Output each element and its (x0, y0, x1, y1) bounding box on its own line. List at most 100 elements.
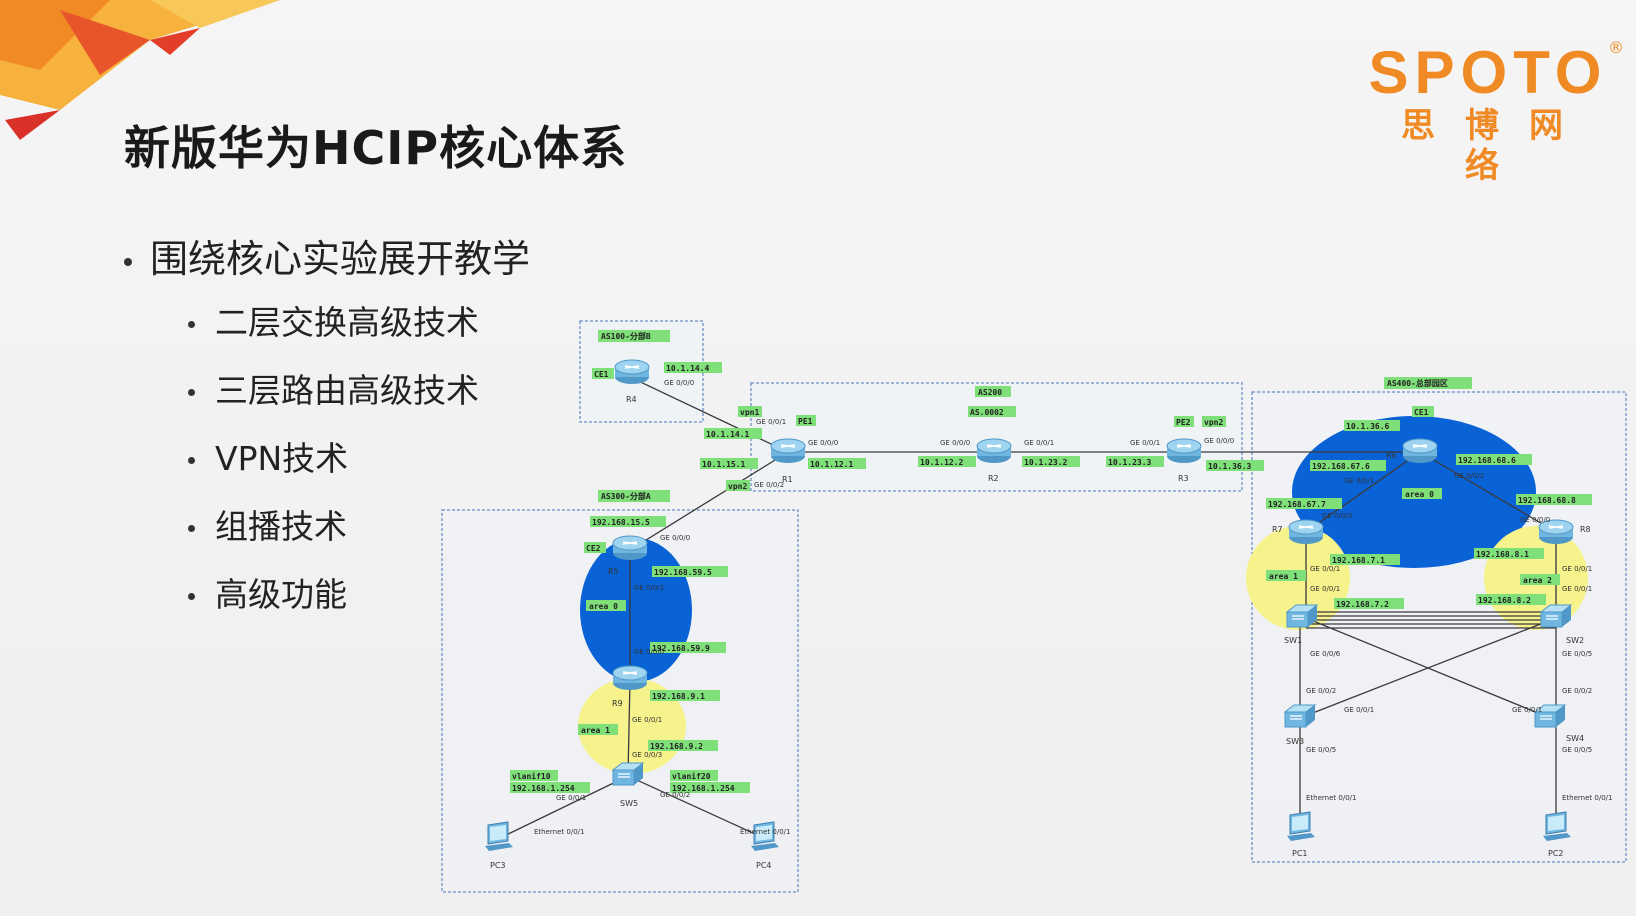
port-label: GE 0/0/0 (940, 439, 970, 447)
svg-text:192.168.68.6: 192.168.68.6 (1458, 456, 1516, 465)
bullet-sub: 高级功能 (188, 568, 347, 616)
port-label: GE 0/0/1 (634, 584, 664, 592)
port-label: GE 0/0/2 (754, 481, 784, 489)
port-label: GE 0/0/1 (1310, 585, 1340, 593)
svg-text:10.1.12.2: 10.1.12.2 (920, 458, 964, 467)
ip-tag: 192.168.59.9 (650, 642, 726, 653)
port-label: GE 0/0/0 (634, 648, 664, 656)
port-label: GE 0/0/1 (1344, 477, 1374, 485)
logo-text-en: SPOTO (1368, 39, 1608, 106)
device-label: R3 (1178, 474, 1189, 483)
port-label: GE 0/0/1 (756, 418, 786, 426)
router-icon[interactable] (770, 438, 806, 464)
logo-text-cn: 思博网络 (1401, 106, 1593, 186)
device-label: R6 (1386, 451, 1397, 460)
ip-tag: 192.168.67.6 (1310, 460, 1386, 471)
port-label: GE 0/0/6 (1310, 650, 1341, 658)
ip-tag: 192.168.68.6 (1456, 454, 1532, 465)
port-label: GE 0/0/0 (1204, 437, 1234, 445)
svg-text:192.168.7.1: 192.168.7.1 (1332, 556, 1385, 565)
ip-tag: 10.1.15.1 (700, 458, 758, 469)
ip-tag: vlanif10 (510, 770, 558, 781)
bullet-sub: 组播技术 (188, 500, 347, 548)
port-label: GE 0/0/5 (1562, 746, 1592, 754)
router-icon[interactable] (1166, 438, 1202, 464)
svg-text:192.168.8.1: 192.168.8.1 (1476, 550, 1529, 559)
svg-text:192.168.59.5: 192.168.59.5 (654, 568, 712, 577)
svg-text:192.168.9.2: 192.168.9.2 (650, 742, 703, 751)
device-label: PC1 (1292, 849, 1308, 858)
svg-text:AS.0002: AS.0002 (970, 408, 1004, 417)
router-icon[interactable] (612, 665, 648, 691)
port-label: GE 0/0/1 (1562, 565, 1592, 573)
router-icon[interactable] (612, 535, 648, 561)
port-label: GE 0/0/5 (1306, 746, 1336, 754)
device-label: SW5 (620, 799, 638, 808)
ip-tag: 10.1.36.3 (1206, 460, 1264, 471)
router-icon[interactable] (976, 438, 1012, 464)
svg-text:CE1: CE1 (1414, 408, 1429, 417)
area-label: area 0 (586, 600, 626, 611)
svg-text:192.168.15.5: 192.168.15.5 (592, 518, 650, 527)
svg-text:10.1.14.4: 10.1.14.4 (666, 364, 710, 373)
bullet-sub: 三层路由高级技术 (188, 364, 479, 412)
port-label: GE 0/0/1 (1024, 439, 1054, 447)
ip-tag: vpn2 (1202, 416, 1226, 427)
page-title: 新版华为HCIP核心体系 (124, 121, 628, 175)
ip-tag: 192.168.8.2 (1476, 594, 1546, 605)
ip-tag: CE1 (1412, 406, 1434, 417)
bullet-dot-icon (188, 525, 195, 532)
device-label: SW3 (1286, 737, 1304, 746)
router-icon[interactable] (1288, 519, 1324, 545)
device-label: PC4 (756, 861, 772, 870)
svg-text:10.1.15.1: 10.1.15.1 (702, 460, 746, 469)
svg-text:vpn2: vpn2 (728, 482, 747, 491)
as400-label: AS400-总部园区 (1384, 377, 1472, 389)
device-label: PC3 (490, 861, 506, 870)
port-label: GE 0/0/2 (1562, 687, 1592, 695)
bullet-dot-icon (124, 257, 132, 266)
as200-box (750, 382, 1243, 492)
device-label: R4 (626, 395, 637, 404)
ip-tag: 192.168.1.254 (510, 782, 590, 793)
bullet-main: 围绕核心实验展开教学 (124, 228, 530, 283)
ip-tag: 10.1.23.2 (1022, 456, 1080, 467)
port-label: GE 0/0/5 (1562, 650, 1592, 658)
area-label: area 2 (1520, 574, 1560, 585)
ip-tag: 192.168.1.254 (670, 782, 750, 793)
bullet-sub-text: 组播技术 (215, 507, 347, 546)
bullet-sub-text: 三层路由高级技术 (215, 371, 479, 410)
ip-tag: 192.168.68.8 (1516, 494, 1592, 505)
ip-tag: CE2 (584, 542, 606, 553)
ip-tag: 10.1.36.6 (1344, 420, 1400, 431)
device-label: SW1 (1284, 636, 1302, 645)
port-label: GE 0/0/0 (1322, 512, 1352, 520)
bullet-sub-text: VPN技术 (215, 439, 349, 478)
svg-text:PE2: PE2 (1176, 418, 1191, 427)
router-icon[interactable] (614, 359, 650, 385)
logo-registered-mark: ® (1608, 38, 1624, 57)
ip-tag: 10.1.23.3 (1106, 456, 1164, 467)
bullet-dot-icon (188, 389, 195, 396)
device-label: SW4 (1566, 734, 1584, 743)
port-label: GE 0/0/0 (808, 439, 838, 447)
device-label: R5 (608, 567, 619, 576)
bullet-sub: VPN技术 (188, 432, 348, 480)
svg-text:vpn2: vpn2 (1204, 418, 1223, 427)
port-label: GE 0/0/2 (1306, 687, 1336, 695)
ip-tag: vpn1 (738, 406, 762, 417)
port-label: Ethernet 0/0/1 (1306, 794, 1356, 802)
as300-label: AS300-分部A (598, 490, 670, 502)
svg-text:vpn1: vpn1 (740, 408, 759, 417)
svg-text:192.168.67.6: 192.168.67.6 (1312, 462, 1370, 471)
port-label: Ethernet 0/0/1 (1562, 794, 1612, 802)
port-label: GE 0/0/0 (664, 379, 694, 387)
svg-text:192.168.67.7: 192.168.67.7 (1268, 500, 1326, 509)
ip-tag: AS.0002 (968, 406, 1016, 417)
port-label: GE 0/0/1 (1562, 585, 1592, 593)
ip-tag: 10.1.12.1 (808, 458, 866, 469)
router-icon[interactable] (1402, 438, 1438, 464)
area-label: area 1 (578, 724, 618, 735)
